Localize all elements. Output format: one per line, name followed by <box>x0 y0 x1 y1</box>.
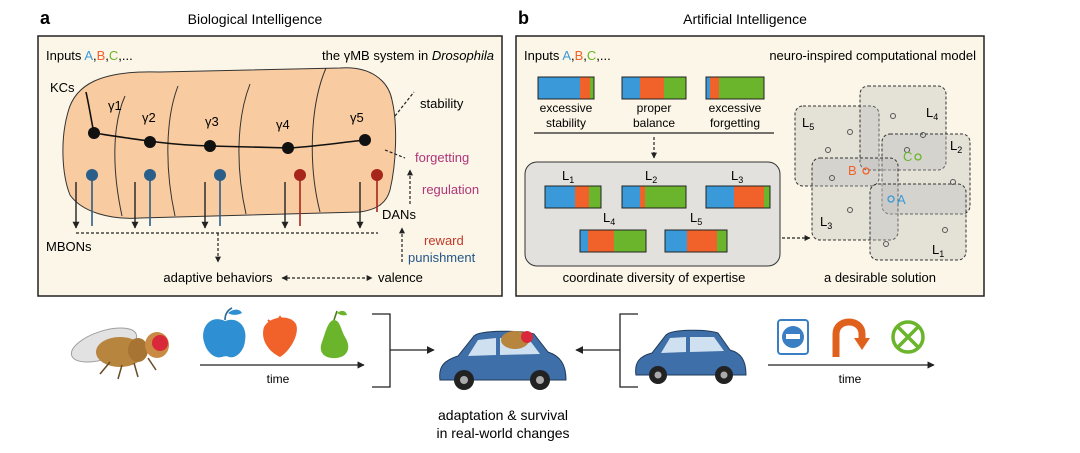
strawberry-icon <box>263 315 297 357</box>
bar-label-2-line2: balance <box>633 116 675 130</box>
dan-inputs <box>86 169 383 226</box>
x-circle-icon <box>891 320 925 354</box>
panel-a-heading: Biological Intelligence <box>188 11 323 27</box>
bar-proper-balance <box>621 76 687 100</box>
dans-label: DANs <box>382 207 416 222</box>
learner-bar-4 <box>579 229 647 253</box>
point-a-label: A <box>897 192 906 207</box>
compartment-label-g1: γ1 <box>108 98 122 113</box>
mbons-label: MBONs <box>46 239 92 254</box>
adaptive-behaviors-label: adaptive behaviors <box>163 270 273 285</box>
panel-b-inputs: Inputs A,B,C,... <box>524 48 611 63</box>
learner-bar-5 <box>664 229 728 253</box>
compartment-label-g5: γ5 <box>350 110 364 125</box>
learner-label-1: L1 <box>562 168 574 185</box>
bar-label-3-line1: excessive <box>709 101 762 115</box>
compartment-label-g3: γ3 <box>205 114 219 129</box>
right-bracket <box>619 313 638 388</box>
bar-label-3-line2: forgetting <box>710 116 760 130</box>
point-a-marker <box>887 195 895 203</box>
solution-regions <box>794 85 971 261</box>
apple-icon <box>203 307 246 358</box>
caption-line-1: adaptation & survival <box>438 407 568 423</box>
time-label-left: time <box>267 372 290 386</box>
region-label-l5: L5 <box>802 115 814 132</box>
learner-bar-3 <box>705 185 771 209</box>
point-b-label: B <box>848 163 857 178</box>
point-c-marker <box>914 153 922 161</box>
compartment-label-g2: γ2 <box>142 110 156 125</box>
learner-bar-1 <box>544 185 602 209</box>
learner-label-4: L4 <box>603 210 615 227</box>
point-b-marker <box>862 167 870 175</box>
valence-label: valence <box>378 270 423 285</box>
region-label-l3: L3 <box>820 214 832 231</box>
mushroom-body-outline <box>62 67 397 219</box>
region-label-l1: L1 <box>932 242 944 259</box>
region-label-l2: L2 <box>950 138 962 155</box>
u-turn-icon <box>832 318 870 357</box>
kcs-label: KCs <box>50 80 75 95</box>
learner-label-5: L5 <box>690 210 702 227</box>
diversity-label: coordinate diversity of expertise <box>563 270 746 285</box>
forgetting-label: forgetting <box>415 150 469 165</box>
bar-excessive-forgetting <box>705 76 765 100</box>
caption-line-2: in real-world changes <box>436 425 569 441</box>
panel-a-inputs: Inputs A,B,C,... <box>46 48 133 63</box>
region-label-l4: L4 <box>926 105 938 122</box>
bar-excessive-stability <box>537 76 595 100</box>
compartment-nodes <box>88 127 371 154</box>
left-bracket <box>372 313 408 388</box>
pear-icon <box>320 310 349 359</box>
stability-label: stability <box>420 96 464 111</box>
bar-label-1-line1: excessive <box>540 101 593 115</box>
punishment-label: punishment <box>408 250 476 265</box>
point-c-label: C <box>903 149 912 164</box>
learner-bar-2 <box>621 185 687 209</box>
panel-b-heading: Artificial Intelligence <box>683 11 807 27</box>
solution-label: a desirable solution <box>824 270 936 285</box>
panel-a-letter: a <box>40 8 51 28</box>
gamma-mb-system-label: the γMB system in Drosophila <box>322 48 494 63</box>
mbon-arrows <box>72 182 364 229</box>
bar-label-1-line2: stability <box>546 116 586 130</box>
regulation-label: regulation <box>422 182 479 197</box>
model-label: neuro-inspired computational model <box>769 48 976 63</box>
car-icon <box>635 329 747 384</box>
solution-sample-points <box>825 113 956 247</box>
no-entry-sign-icon <box>777 319 809 355</box>
reward-label: reward <box>424 233 464 248</box>
compartment-label-g4: γ4 <box>276 117 290 132</box>
time-label-right: time <box>839 372 862 386</box>
car-with-fly-icon <box>439 330 567 390</box>
learner-label-3: L3 <box>731 168 743 185</box>
fruit-fly-icon <box>70 327 169 380</box>
bar-label-2-line1: proper <box>637 101 672 115</box>
panel-b-letter: b <box>518 8 529 28</box>
learner-label-2: L2 <box>645 168 657 185</box>
